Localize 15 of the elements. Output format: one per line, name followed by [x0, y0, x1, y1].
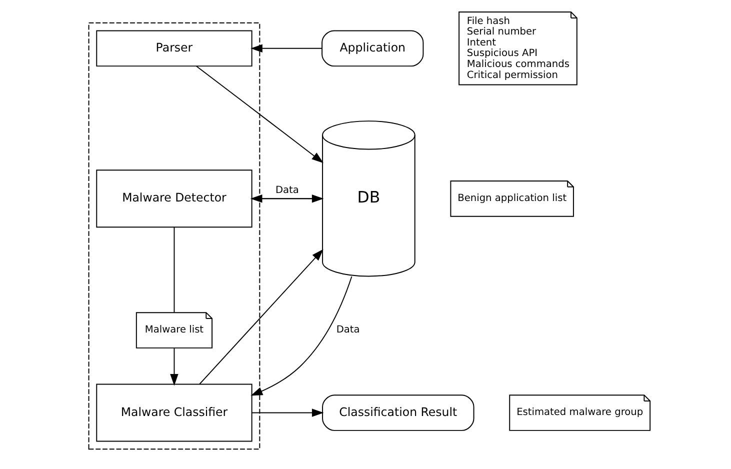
node-box: Application: [322, 30, 424, 67]
arrow: [170, 348, 178, 386]
cluster: [88, 22, 260, 450]
node-box: Parser: [96, 30, 252, 67]
arrow: [199, 249, 324, 384]
edge-label: Data: [275, 184, 299, 196]
arrow: [250, 44, 322, 53]
arrow: [196, 66, 324, 164]
node-box: Malware Classifier: [96, 384, 252, 442]
node-box: Malware Detector: [96, 170, 252, 228]
arrow: [250, 276, 352, 396]
arrow: [252, 408, 324, 417]
node-box: Classification Result: [322, 394, 474, 431]
connector: [174, 226, 175, 313]
edge-label: Data: [336, 324, 360, 336]
